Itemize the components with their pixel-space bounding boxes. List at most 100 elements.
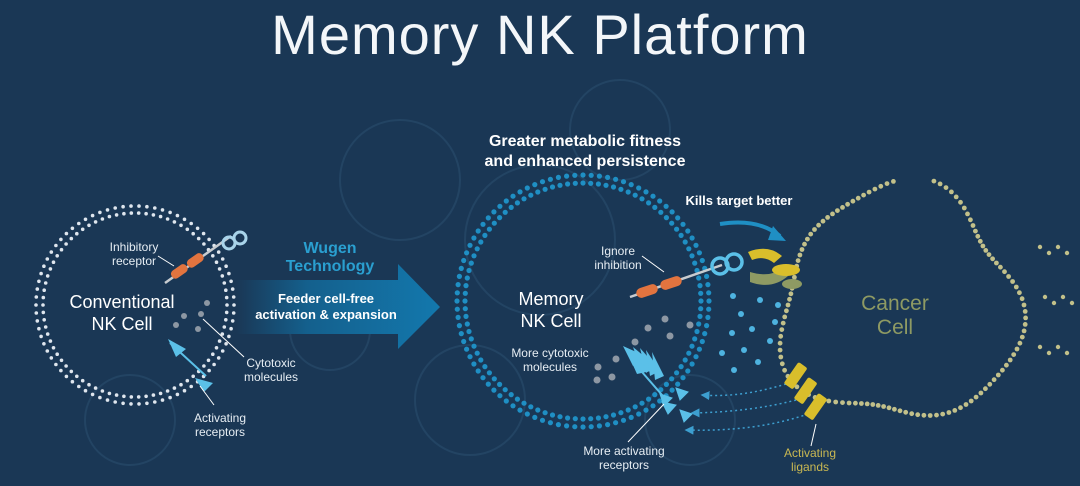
membrane-dot xyxy=(49,250,54,254)
membrane-dot xyxy=(650,403,656,409)
membrane-dot xyxy=(961,205,967,211)
membrane-dot xyxy=(54,362,58,367)
membrane-dot xyxy=(977,238,983,244)
membrane-dot xyxy=(83,388,88,393)
membrane-dot xyxy=(973,228,978,234)
membrane-dot xyxy=(881,404,886,409)
membrane-dot xyxy=(51,346,56,350)
membrane-dot xyxy=(462,306,468,312)
membrane-dot xyxy=(595,181,602,187)
membrane-dot xyxy=(454,306,460,312)
membrane-dot xyxy=(580,180,586,186)
membrane-dot xyxy=(850,198,856,204)
membrane-dot xyxy=(805,236,810,242)
membrane-dot xyxy=(42,264,46,269)
membrane-dot xyxy=(231,311,236,315)
membrane-dot xyxy=(455,282,461,288)
membrane-dot xyxy=(704,273,710,279)
membrane-dot xyxy=(480,221,486,227)
membrane-dot xyxy=(175,213,180,218)
membrane-dot xyxy=(105,208,110,212)
membrane-dot xyxy=(931,178,937,184)
membrane-dot xyxy=(699,338,705,345)
membrane-dot xyxy=(693,242,699,248)
membrane-dot xyxy=(87,223,91,228)
membrane-dot xyxy=(946,410,952,415)
membrane-dot xyxy=(225,303,229,307)
membrane-dot xyxy=(596,173,603,179)
membrane-dot xyxy=(632,404,638,410)
membrane-dot xyxy=(835,208,840,214)
membrane-dot xyxy=(588,180,594,186)
membrane-dot xyxy=(1006,274,1011,279)
membrane-dot xyxy=(229,326,233,331)
membrane-dot xyxy=(532,414,538,420)
more-cytotoxic-label: More cytotoxic molecules xyxy=(511,346,589,374)
membrane-dot xyxy=(853,400,858,406)
membrane-dot xyxy=(884,181,890,187)
membrane-dot xyxy=(539,417,546,423)
membrane-dot xyxy=(458,265,464,271)
membrane-dot xyxy=(689,361,695,367)
membrane-dot xyxy=(1010,279,1015,284)
membrane-dot xyxy=(632,192,638,198)
membrane-dot xyxy=(859,401,864,406)
membrane-dot xyxy=(1019,334,1025,340)
membrane-dot xyxy=(207,237,211,242)
membrane-dot xyxy=(613,176,619,182)
membrane-dot xyxy=(564,423,570,429)
membrane-dot xyxy=(539,179,546,185)
membrane-dot xyxy=(145,204,149,209)
membrane-dot xyxy=(129,211,134,215)
membrane-dot xyxy=(466,328,472,335)
membrane-dot xyxy=(1051,300,1057,306)
membrane-dot xyxy=(55,254,59,258)
membrane-dot xyxy=(502,209,508,215)
membrane-dot xyxy=(144,211,148,216)
membrane-dot xyxy=(220,349,225,353)
membrane-dot xyxy=(636,185,642,191)
membrane-dot xyxy=(231,295,236,299)
membrane-dot xyxy=(202,364,206,368)
membrane-dot xyxy=(129,402,133,406)
memory-activating-receptors-membrane xyxy=(641,371,693,423)
membrane-dot xyxy=(230,287,235,291)
membrane-dot xyxy=(182,217,187,222)
membrane-dot xyxy=(42,288,46,293)
membrane-dot xyxy=(588,424,594,430)
membrane-dot xyxy=(840,400,845,405)
membrane-dot xyxy=(168,210,172,215)
membrane-dot xyxy=(958,405,963,411)
membrane-dot xyxy=(696,321,702,327)
membrane-dot xyxy=(59,237,63,242)
membrane-dot xyxy=(696,346,703,352)
membrane-dot xyxy=(603,182,609,188)
membrane-dot xyxy=(69,236,74,241)
membrane-dot xyxy=(485,381,491,387)
membrane-dot xyxy=(564,173,570,179)
membrane-dot xyxy=(227,334,231,339)
membrane-dot xyxy=(547,176,554,182)
membrane-dot xyxy=(963,402,969,407)
membrane-dot xyxy=(35,287,40,291)
membrane-dot xyxy=(610,412,617,418)
membrane-dot xyxy=(692,260,698,266)
membrane-dot xyxy=(618,186,624,192)
membrane-dot xyxy=(172,386,177,390)
membrane-dot xyxy=(64,374,69,379)
membrane-dot xyxy=(1002,269,1007,275)
membrane-dot xyxy=(224,288,228,293)
membrane-dot xyxy=(657,398,663,404)
membrane-dot xyxy=(471,343,477,349)
membrane-dot xyxy=(572,424,578,430)
membrane-dot xyxy=(462,298,468,304)
membrane-dot xyxy=(471,361,477,367)
membrane-dot xyxy=(678,364,684,370)
cytotoxic-pointer xyxy=(202,318,245,358)
membrane-dot xyxy=(497,381,503,387)
membrane-dot xyxy=(669,209,675,215)
membrane-dot xyxy=(464,346,470,352)
membrane-dot xyxy=(70,226,75,231)
membrane-dot xyxy=(628,182,634,188)
membrane-dot xyxy=(93,386,98,390)
